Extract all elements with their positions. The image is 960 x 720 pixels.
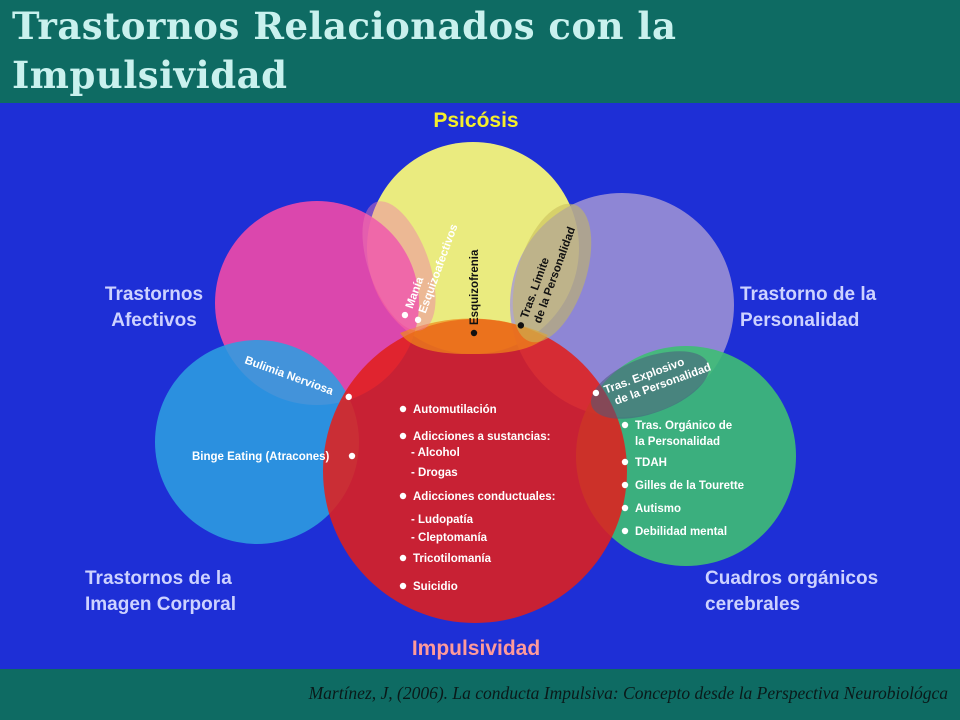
impulsividad-circle <box>323 319 627 623</box>
label-imagen-corporal-1: Trastornos de la <box>85 568 232 589</box>
label-afectivos-1: Trastornos <box>105 284 203 305</box>
label-organicos-1: Cuadros orgánicos <box>705 568 878 589</box>
impulsividad-item: Tricotilomanía <box>413 553 492 565</box>
bullet-icon <box>399 432 407 440</box>
organicos-item: la Personalidad <box>635 436 720 448</box>
bullet-icon <box>621 527 629 535</box>
bullet-icon <box>517 322 525 329</box>
label-afectivos-2: Afectivos <box>111 310 197 331</box>
label-esquizofrenia: Esquizofrenia <box>469 249 481 325</box>
bullet-icon <box>345 393 352 401</box>
impulsividad-item: - Alcohol <box>411 447 460 459</box>
impulsividad-item: Adicciones conductuales: <box>413 491 556 503</box>
bullet-icon <box>399 492 407 500</box>
organicos-item: Gilles de la Tourette <box>635 480 744 492</box>
label-personalidad-2: Personalidad <box>740 310 859 331</box>
limite-overlap <box>512 203 592 343</box>
impulsividad-item: - Drogas <box>411 467 458 479</box>
organicos-item: Tras. Orgánico de <box>635 420 732 432</box>
bullet-icon <box>414 316 422 324</box>
impulsividad-list: Automutilación Adicciones a sustancias: … <box>399 404 556 593</box>
label-impulsividad: Impulsividad <box>412 637 540 660</box>
bullet-icon <box>399 405 407 413</box>
citation: Martínez, J, (2006). La conducta Impulsi… <box>308 683 948 703</box>
bullet-icon <box>621 504 629 512</box>
label-organicos-2: cerebrales <box>705 594 800 615</box>
organicos-list: Tras. Orgánico de la Personalidad TDAH G… <box>621 420 744 538</box>
imagen-corporal-circle <box>155 340 359 544</box>
organicos-item: Autismo <box>635 503 681 515</box>
slide-title-line-2: Impulsividad <box>12 53 288 97</box>
venn-diagram: Psicósis Trastornos Afectivos Trastorno … <box>85 109 878 660</box>
bullet-icon <box>470 329 478 337</box>
bullet-icon <box>621 481 629 489</box>
slide-title-line-1: Trastornos Relacionados con la <box>12 4 677 48</box>
bullet-icon <box>399 582 407 590</box>
impulsividad-item: Suicidio <box>413 581 458 593</box>
psicosis-impulsividad-overlap <box>400 318 548 355</box>
label-psicosis: Psicósis <box>433 109 518 132</box>
esquizofrenia-label-group: Esquizofrenia <box>469 249 481 337</box>
title-bar: Trastornos Relacionados con la Impulsivi… <box>0 0 960 103</box>
label-imagen-corporal-2: Imagen Corporal <box>85 594 236 615</box>
label-binge: Binge Eating (Atracones) <box>192 451 330 463</box>
label-personalidad-1: Trastorno de la <box>740 284 877 305</box>
organicos-item: TDAH <box>635 457 667 469</box>
footer-bar: Martínez, J, (2006). La conducta Impulsi… <box>0 669 960 720</box>
bullet-icon <box>621 458 629 466</box>
bullet-icon <box>348 452 356 460</box>
bullet-icon <box>592 389 600 397</box>
impulsividad-item: - Cleptomanía <box>411 532 488 544</box>
slide-title: Trastornos Relacionados con la Impulsivi… <box>12 2 712 100</box>
organicos-item: Debilidad mental <box>635 526 727 538</box>
impulsividad-item: Automutilación <box>413 404 497 416</box>
bullet-icon <box>621 421 629 429</box>
bullet-icon <box>401 311 409 319</box>
mania-overlap <box>362 201 436 331</box>
bullet-icon <box>399 554 407 562</box>
impulsividad-item: Adicciones a sustancias: <box>413 431 550 443</box>
explosivo-overlap <box>590 351 710 419</box>
diagram-area: Psicósis Trastornos Afectivos Trastorno … <box>0 103 960 669</box>
impulsividad-item: - Ludopatía <box>411 514 474 526</box>
